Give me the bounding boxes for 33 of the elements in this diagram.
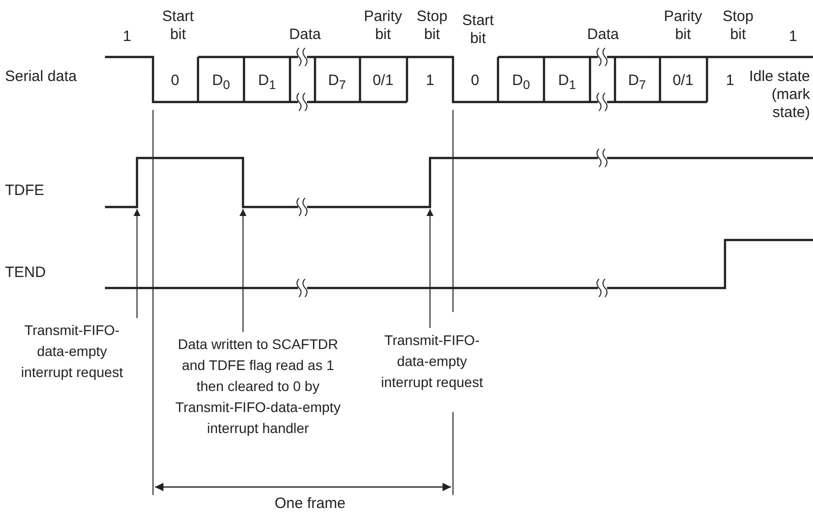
arrow xyxy=(426,208,434,328)
bit-value: D$_{0}$ xyxy=(511,72,531,94)
field-label: Parity bit xyxy=(662,8,704,44)
bit-value: 0 xyxy=(170,72,180,90)
bit-value: 1 xyxy=(424,72,436,90)
field-label: Stop bit xyxy=(722,8,754,44)
bit-value: D$_{7}$ xyxy=(327,72,347,94)
dimension-label: One frame xyxy=(274,495,346,513)
bit-value: D$_{7}$ xyxy=(627,72,647,94)
bit-value: 0/1 xyxy=(672,72,694,90)
bit-value: D$_{0}$ xyxy=(211,72,231,94)
annotation-text: Transmit-FIFO-data-empty interrupt request xyxy=(10,320,134,383)
bit-value: 1 xyxy=(724,72,736,90)
annotation-text: Data written to SCAFTDR and TDFE flag read as 1 then cleared to 0 by Transmit-FIFO-data-empty interrupt handler xyxy=(170,334,346,439)
bit-value: D$_{1}$ xyxy=(557,72,577,94)
arrow xyxy=(134,208,140,318)
field-label: 1 xyxy=(788,28,798,46)
annotation-text: Transmit-FIFO-data-empty interrupt request xyxy=(370,330,494,393)
field-label: Start bit xyxy=(161,8,195,44)
field-label: Parity bit xyxy=(362,8,404,44)
field-label: Start bit xyxy=(461,12,495,48)
field-label: Data xyxy=(586,26,620,44)
field-label: Data xyxy=(288,26,322,44)
signal-name: Serial data xyxy=(5,68,78,86)
bit-value: 0 xyxy=(470,72,480,90)
bit-value: D$_{1}$ xyxy=(257,72,277,94)
state-label: Idle state (mark state) xyxy=(748,68,810,122)
bit-value: 0/1 xyxy=(372,72,394,90)
field-label: 1 xyxy=(122,28,132,46)
arrow xyxy=(240,208,246,332)
signal-name: TEND xyxy=(5,264,47,282)
field-label: Stop bit xyxy=(416,8,448,44)
signal-name: TDFE xyxy=(5,182,46,200)
